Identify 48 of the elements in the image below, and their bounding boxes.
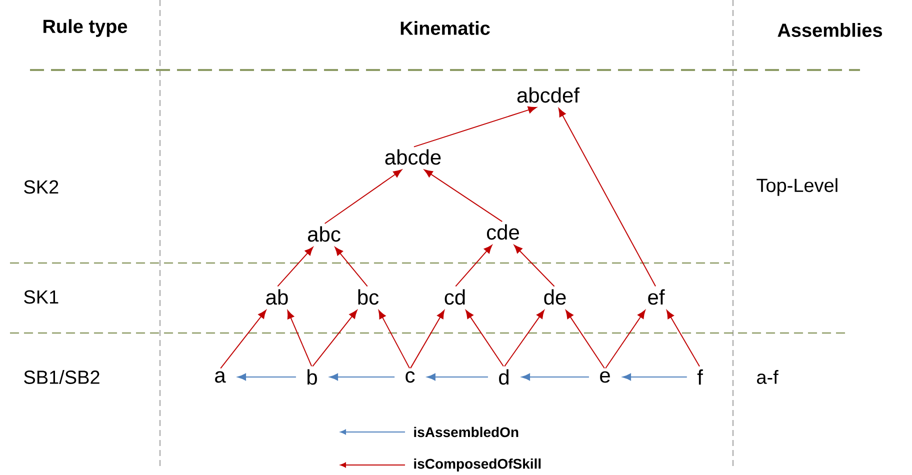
arrow: [605, 310, 646, 369]
arrow: [287, 310, 312, 367]
skill-label: bc: [358, 289, 379, 305]
legend-label: isAssembledOn: [414, 426, 518, 438]
arrow: [426, 373, 488, 381]
skill-label: ef: [648, 289, 665, 305]
arrow: [237, 373, 296, 381]
arrow: [466, 310, 504, 367]
skill-label: cd: [444, 289, 465, 305]
skill-label: abcdef: [517, 87, 580, 103]
arrow: [424, 170, 503, 222]
skill-label: de: [544, 289, 566, 305]
skill-label: d: [499, 369, 508, 385]
skill-label: ab: [266, 289, 288, 305]
arrow: [410, 310, 445, 369]
row-label: SB1/SB2: [24, 370, 100, 384]
skill-label: e: [600, 371, 610, 383]
arrow: [324, 170, 402, 224]
legend-label: isComposedOfSkill: [414, 458, 541, 472]
row-label: SK2: [24, 180, 58, 194]
arrow: [312, 310, 358, 367]
arrow: [277, 246, 314, 287]
column-heading: Assemblies: [778, 23, 882, 37]
arrow: [521, 373, 590, 381]
arrow: [329, 373, 396, 381]
arrow: [558, 108, 656, 287]
row-label: Top-Level: [756, 178, 838, 196]
skill-label: abcde: [385, 149, 441, 165]
arrow: [504, 310, 544, 367]
skill-label: a: [215, 371, 226, 383]
arrow: [455, 244, 492, 287]
arrow: [514, 244, 555, 287]
arrow: [666, 310, 700, 367]
arrow: [334, 246, 368, 287]
arrow: [378, 310, 410, 369]
arrow: [413, 106, 537, 148]
column-heading: Rule type: [44, 19, 128, 37]
row-label: a-f: [757, 370, 778, 384]
column-heading: Kinematic: [400, 21, 490, 35]
arrow: [622, 373, 688, 381]
skill-label: f: [697, 369, 703, 385]
arrow: [220, 310, 266, 369]
skill-label: abc: [308, 226, 340, 242]
arrow: [566, 310, 605, 369]
skill-label: b: [308, 369, 317, 385]
skill-label: cde: [486, 224, 519, 240]
skill-label: c: [406, 371, 415, 383]
row-label: SK1: [24, 290, 58, 304]
